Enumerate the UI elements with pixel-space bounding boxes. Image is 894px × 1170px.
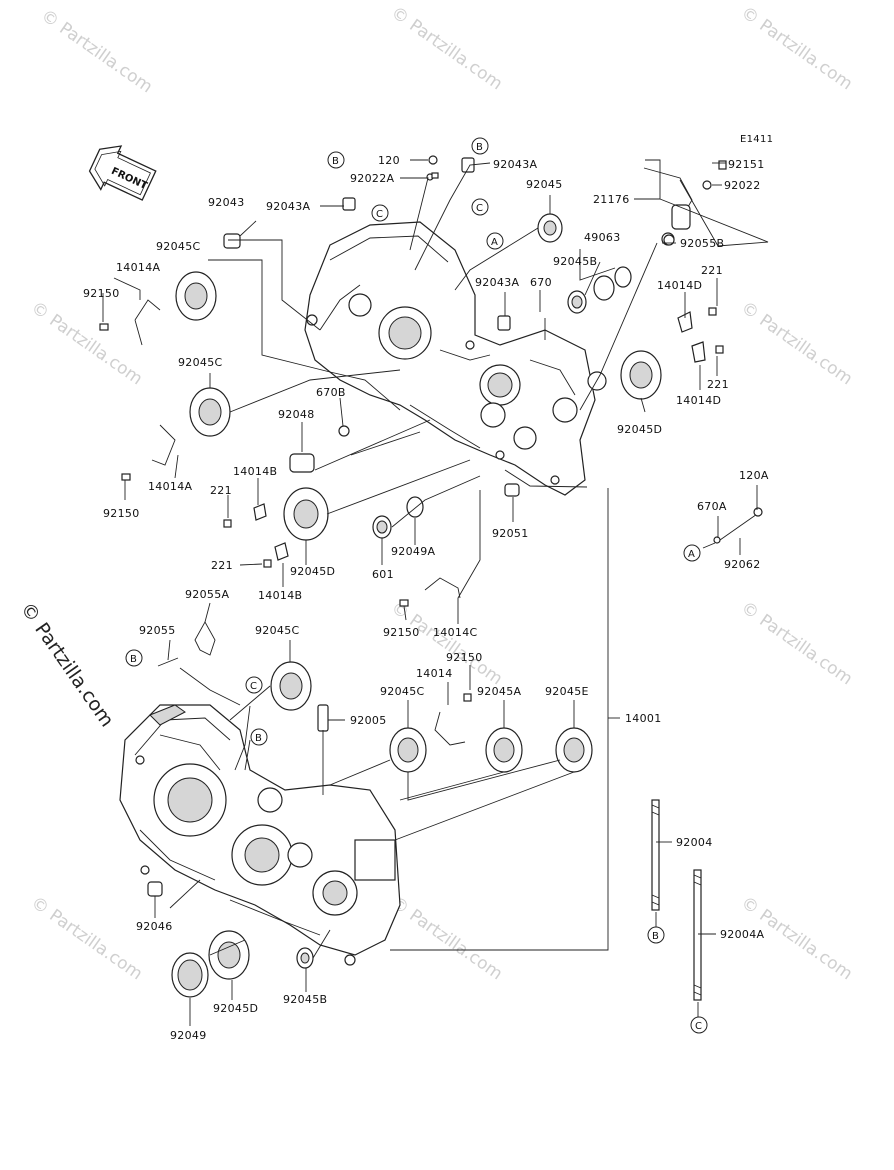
part-label: 221 bbox=[707, 378, 729, 391]
part-label: 92150 bbox=[446, 651, 483, 664]
part-label: 92049A bbox=[391, 545, 435, 558]
part-labels: 120 92043A 92022A 92043A 92043 92045 921… bbox=[83, 154, 769, 1042]
watermark: © Partzilla.com bbox=[387, 893, 506, 985]
part-label: 92055B bbox=[680, 237, 724, 250]
svg-text:A: A bbox=[491, 237, 498, 248]
part-label: 14001 bbox=[625, 712, 662, 725]
part-label: 221 bbox=[701, 264, 723, 277]
ref-marker-b: B bbox=[125, 649, 143, 667]
part-label: 92150 bbox=[383, 626, 420, 639]
svg-text:C: C bbox=[695, 1021, 702, 1032]
side-watermark: © Partzilla.com bbox=[16, 598, 118, 731]
part-label: 92049 bbox=[170, 1029, 207, 1042]
part-label: 92045D bbox=[290, 565, 335, 578]
svg-text:C: C bbox=[250, 681, 257, 692]
watermark: © Partzilla.com bbox=[27, 298, 146, 390]
part-label: 14014B bbox=[258, 589, 302, 602]
ref-marker-a: A bbox=[486, 232, 504, 250]
part-label: 92045C bbox=[178, 356, 222, 369]
part-label: 601 bbox=[372, 568, 394, 581]
components bbox=[99, 155, 763, 1001]
part-label: 120A bbox=[739, 469, 769, 482]
part-label: 92055 bbox=[139, 624, 176, 637]
part-label: 14014D bbox=[657, 279, 702, 292]
svg-text:B: B bbox=[255, 733, 262, 744]
part-label: 92022A bbox=[350, 172, 394, 185]
part-label: 92150 bbox=[103, 507, 140, 520]
svg-text:C: C bbox=[476, 203, 483, 214]
svg-text:B: B bbox=[332, 156, 339, 167]
part-label: 92004A bbox=[720, 928, 764, 941]
part-label: 92045A bbox=[477, 685, 521, 698]
part-label: 221 bbox=[211, 559, 233, 572]
part-label: 120 bbox=[378, 154, 400, 167]
part-label: 14014A bbox=[148, 480, 192, 493]
part-label: 92045B bbox=[553, 255, 597, 268]
part-label: 92045 bbox=[526, 178, 563, 191]
part-label: 49063 bbox=[584, 231, 621, 244]
part-label: 92045B bbox=[283, 993, 327, 1006]
part-label: 92022 bbox=[724, 179, 761, 192]
ref-marker-b: B bbox=[647, 926, 665, 944]
part-label: 92005 bbox=[350, 714, 387, 727]
svg-text:C: C bbox=[376, 209, 383, 220]
part-label: 92004 bbox=[676, 836, 713, 849]
watermark: © Partzilla.com bbox=[387, 3, 506, 95]
part-label: 92043A bbox=[266, 200, 310, 213]
part-label: 92150 bbox=[83, 287, 120, 300]
upper-crankcase bbox=[304, 221, 607, 496]
ref-marker-b: B bbox=[327, 151, 345, 169]
svg-text:B: B bbox=[652, 931, 659, 942]
part-label: 21176 bbox=[593, 193, 630, 206]
part-label: 670B bbox=[316, 386, 346, 399]
lower-crankcase bbox=[119, 704, 401, 966]
ref-marker-c: C bbox=[690, 1016, 708, 1034]
part-label: 14014A bbox=[116, 261, 160, 274]
part-label: 92045C bbox=[380, 685, 424, 698]
part-label: 670A bbox=[697, 500, 727, 513]
part-label: 92051 bbox=[492, 527, 529, 540]
part-label: 221 bbox=[210, 484, 232, 497]
part-label: 92045E bbox=[545, 685, 589, 698]
svg-text:B: B bbox=[476, 142, 483, 153]
part-label: 14014B bbox=[233, 465, 277, 478]
part-label: 92048 bbox=[278, 408, 315, 421]
watermark: © Partzilla.com bbox=[27, 893, 146, 985]
leader-lines bbox=[102, 159, 769, 1026]
front-arrow-icon: FRONT bbox=[88, 145, 157, 201]
part-label: 92043 bbox=[208, 196, 245, 209]
watermark: © Partzilla.com bbox=[37, 6, 156, 98]
ref-marker-c: C bbox=[471, 198, 489, 216]
ref-marker-c: C bbox=[371, 204, 389, 222]
svg-text:B: B bbox=[130, 654, 137, 665]
ref-marker-b: B bbox=[471, 137, 489, 155]
watermark: © Partzilla.com bbox=[737, 598, 856, 690]
part-label: 92043A bbox=[493, 158, 537, 171]
ref-marker-b: B bbox=[250, 728, 268, 746]
svg-text:A: A bbox=[688, 549, 695, 560]
part-label: 92046 bbox=[136, 920, 173, 933]
part-label: 92045C bbox=[255, 624, 299, 637]
ref-marker-c: C bbox=[245, 676, 263, 694]
part-label: 670 bbox=[530, 276, 552, 289]
diagram-code: E1411 bbox=[740, 134, 773, 145]
reference-markers: B B C C A A B C B B C bbox=[125, 137, 708, 1034]
part-label: 92045D bbox=[213, 1002, 258, 1015]
part-label: 14014 bbox=[416, 667, 453, 680]
part-label: 92062 bbox=[724, 558, 761, 571]
part-label: 92045D bbox=[617, 423, 662, 436]
ref-marker-a: A bbox=[683, 544, 701, 562]
watermark: © Partzilla.com bbox=[737, 298, 856, 390]
watermark: © Partzilla.com bbox=[737, 3, 856, 95]
part-label: 14014C bbox=[433, 626, 477, 639]
part-label: 92043A bbox=[475, 276, 519, 289]
part-label: 92151 bbox=[728, 158, 765, 171]
part-label: 92055A bbox=[185, 588, 229, 601]
part-label: 14014D bbox=[676, 394, 721, 407]
part-label: 92045C bbox=[156, 240, 200, 253]
